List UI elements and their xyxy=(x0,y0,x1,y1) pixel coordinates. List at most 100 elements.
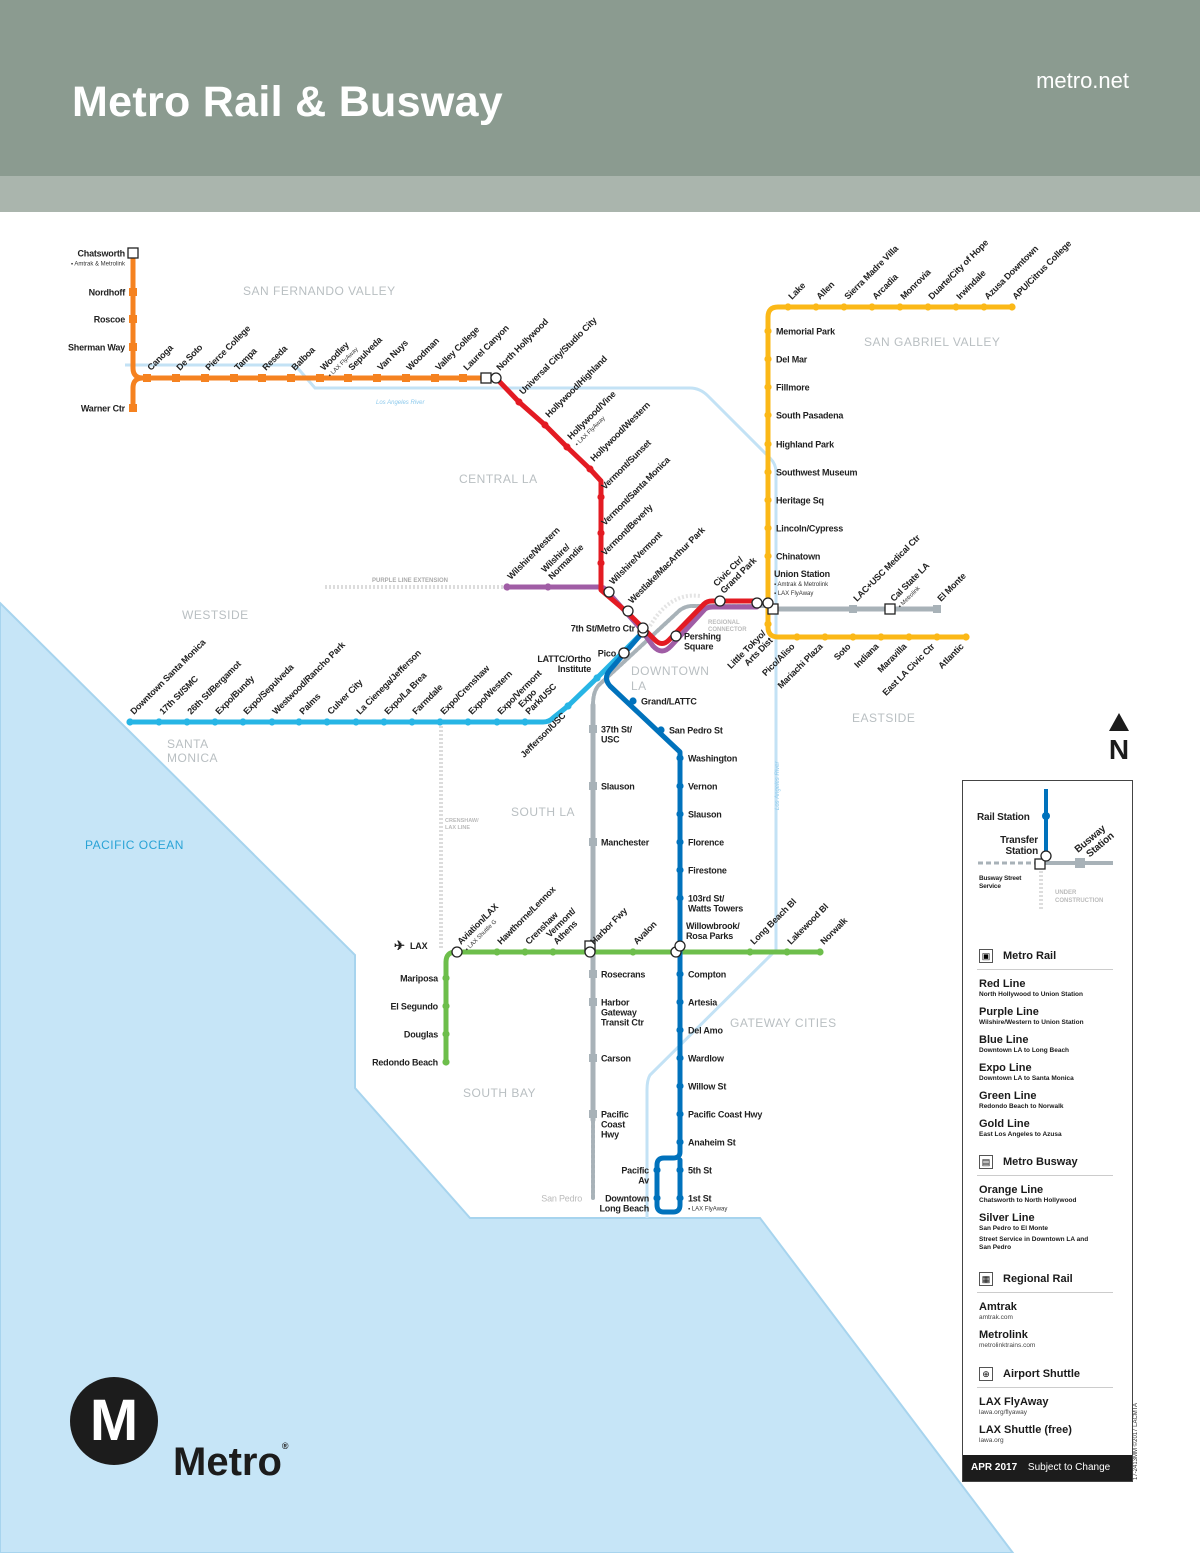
gold-station-marker[interactable] xyxy=(764,468,772,476)
red-station-marker[interactable] xyxy=(515,398,523,406)
station-label[interactable]: Pico xyxy=(598,649,617,659)
orange-station-marker[interactable] xyxy=(172,374,180,382)
transfer-station-marker[interactable] xyxy=(480,372,492,384)
station-label[interactable]: Balboa xyxy=(289,344,317,372)
station-label[interactable]: Palms xyxy=(297,691,322,716)
station-label[interactable]: Westlake/MacArthur Park xyxy=(626,524,707,605)
gold-station-marker[interactable] xyxy=(764,552,772,560)
blue-station-marker[interactable] xyxy=(676,998,684,1006)
station-label[interactable]: Vernon xyxy=(688,782,718,792)
station-label[interactable]: El Segundo xyxy=(390,1002,438,1012)
orange-station-marker[interactable] xyxy=(344,374,352,382)
gold-station-marker[interactable] xyxy=(764,383,772,391)
gold-station-marker[interactable] xyxy=(821,633,829,641)
station-label[interactable]: Grand/LATTC xyxy=(641,697,698,707)
station-label[interactable]: Roscoe xyxy=(94,315,126,325)
green-station-marker[interactable] xyxy=(451,946,463,958)
blue-station-marker[interactable] xyxy=(676,1082,684,1090)
orange-station-marker[interactable] xyxy=(143,374,151,382)
blue-station-marker[interactable] xyxy=(676,1110,684,1118)
gold-station-marker[interactable] xyxy=(962,633,970,641)
purple-station-marker[interactable] xyxy=(544,583,552,591)
orange-station-marker[interactable] xyxy=(431,374,439,382)
orange-station-marker[interactable] xyxy=(459,374,467,382)
gold-station-marker[interactable] xyxy=(840,303,848,311)
blue-station-marker[interactable] xyxy=(676,1026,684,1034)
silver-station-marker[interactable] xyxy=(589,1054,597,1062)
red-station-marker[interactable] xyxy=(637,622,649,634)
station-label[interactable]: San Pedro xyxy=(541,1194,582,1204)
blue-station-marker[interactable] xyxy=(676,754,684,762)
station-label[interactable]: 37th St/USC xyxy=(601,725,633,745)
gold-station-marker[interactable] xyxy=(952,303,960,311)
station-label[interactable]: Lincoln/Cypress xyxy=(776,524,843,534)
expo-station-marker[interactable] xyxy=(564,702,572,710)
silver-station-marker[interactable] xyxy=(589,782,597,790)
red-station-marker[interactable] xyxy=(563,443,571,451)
station-label[interactable]: Nordhoff xyxy=(89,288,127,298)
green-station-marker[interactable] xyxy=(629,948,637,956)
gold-station-marker[interactable] xyxy=(762,597,774,609)
station-label[interactable]: Avalon xyxy=(631,919,658,946)
station-label[interactable]: Universal City/Studio City xyxy=(517,315,598,396)
station-label[interactable]: Southwest Museum xyxy=(776,468,858,478)
orange-station-marker[interactable] xyxy=(129,404,137,412)
blue-station-marker[interactable] xyxy=(618,647,630,659)
station-label[interactable]: 103rd St/Watts Towers xyxy=(688,894,744,914)
red-station-marker[interactable] xyxy=(670,630,682,642)
station-label[interactable]: Expo/Sepulveda xyxy=(241,661,296,716)
station-label[interactable]: 1st St▪ LAX FlyAway xyxy=(688,1194,727,1213)
station-label[interactable]: Aviation/LAX▪ LAX Shuttle G xyxy=(455,902,506,953)
green-station-marker[interactable] xyxy=(816,948,824,956)
station-label[interactable]: Anaheim St xyxy=(688,1138,736,1148)
gold-station-marker[interactable] xyxy=(764,355,772,363)
gold-station-marker[interactable] xyxy=(764,524,772,532)
gold-station-marker[interactable] xyxy=(980,303,988,311)
expo-station-marker[interactable] xyxy=(521,718,529,726)
orange-station-marker[interactable] xyxy=(127,247,139,259)
gold-station-marker[interactable] xyxy=(924,303,932,311)
silver-station-marker[interactable] xyxy=(589,838,597,846)
station-label[interactable]: Carson xyxy=(601,1054,631,1064)
red-station-marker[interactable] xyxy=(603,586,615,598)
station-label[interactable]: Slauson xyxy=(601,782,635,792)
orange-station-marker[interactable] xyxy=(129,288,137,296)
green-station-marker[interactable] xyxy=(549,948,557,956)
blue-station-marker[interactable] xyxy=(657,726,665,734)
blue-station-marker[interactable] xyxy=(653,1166,661,1174)
blue-station-marker[interactable] xyxy=(676,894,684,902)
station-label[interactable]: Chinatown xyxy=(776,552,820,562)
expo-station-marker[interactable] xyxy=(295,718,303,726)
silver-station-marker[interactable] xyxy=(589,998,597,1006)
station-label[interactable]: 5th St xyxy=(688,1166,712,1176)
gold-station-marker[interactable] xyxy=(933,633,941,641)
expo-station-marker[interactable] xyxy=(493,718,501,726)
station-label[interactable]: Compton xyxy=(688,970,726,980)
gold-station-marker[interactable] xyxy=(764,496,772,504)
blue-station-marker[interactable] xyxy=(676,970,684,978)
red-station-marker[interactable] xyxy=(597,493,605,501)
blue-station-marker[interactable] xyxy=(676,1138,684,1146)
silver-station-marker[interactable] xyxy=(849,605,857,613)
silver-station-marker[interactable] xyxy=(589,725,597,733)
orange-station-marker[interactable] xyxy=(201,374,209,382)
station-label[interactable]: Mariposa xyxy=(400,974,439,984)
station-label[interactable]: Willow St xyxy=(688,1082,727,1092)
station-label[interactable]: Allen xyxy=(814,279,836,301)
expo-station-marker[interactable] xyxy=(436,718,444,726)
red-station-marker[interactable] xyxy=(586,465,594,473)
station-label[interactable]: Expo/Crenshaw xyxy=(438,663,492,717)
station-label[interactable]: Sherman Way xyxy=(68,343,125,353)
station-label[interactable]: Slauson xyxy=(688,810,722,820)
blue-station-marker[interactable] xyxy=(676,1194,684,1202)
gold-station-marker[interactable] xyxy=(764,440,772,448)
station-label[interactable]: Norwalk xyxy=(818,915,850,947)
station-label[interactable]: Rosecrans xyxy=(601,970,646,980)
station-label[interactable]: Wardlow xyxy=(688,1054,725,1064)
gold-station-marker[interactable] xyxy=(849,633,857,641)
